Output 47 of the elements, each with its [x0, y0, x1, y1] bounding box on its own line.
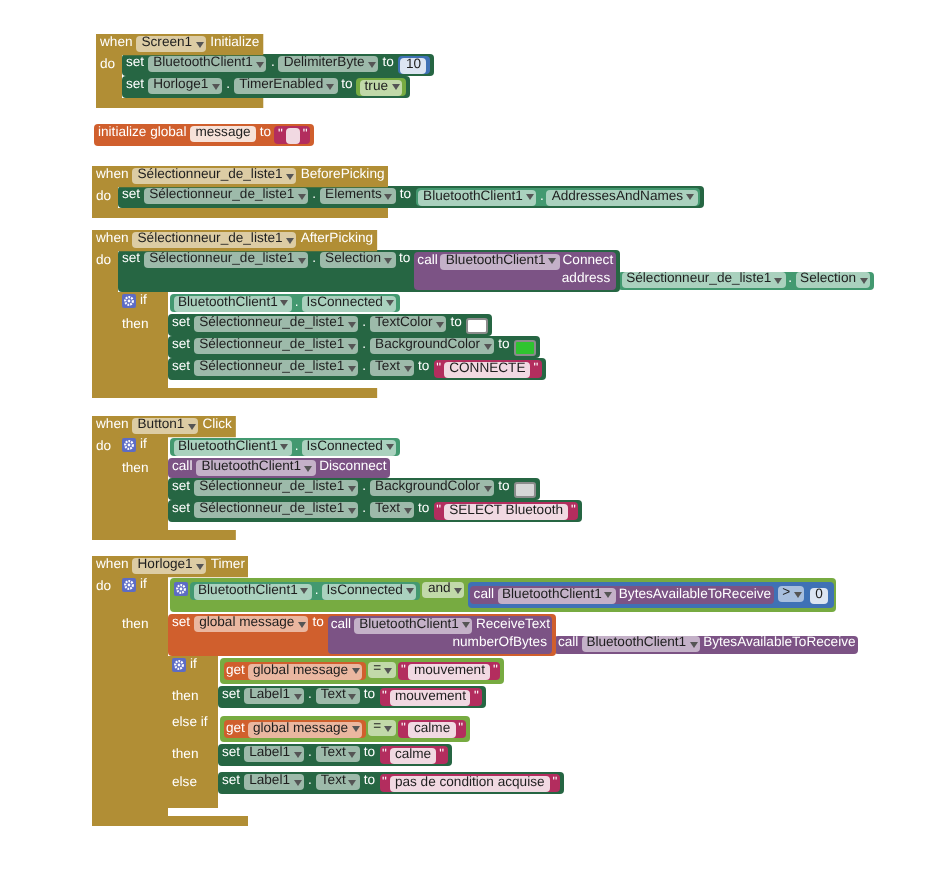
set-block [168, 314, 492, 336]
call-block [470, 586, 775, 604]
get-variable-block [223, 720, 366, 738]
color-block [513, 339, 536, 355]
getter-block [170, 294, 400, 312]
if-block [118, 436, 168, 530]
text-block [274, 126, 311, 144]
set-block [168, 358, 546, 380]
if-block [118, 292, 168, 388]
getter-block [415, 188, 701, 206]
set-block [218, 772, 565, 794]
color-block [513, 481, 536, 497]
call-block [414, 252, 617, 290]
set-block [118, 250, 621, 292]
compare-block [220, 658, 504, 684]
set-variable-block [168, 614, 557, 656]
set-block [168, 336, 540, 358]
set-block [218, 744, 452, 766]
set-block [118, 186, 705, 208]
and-block [170, 578, 837, 612]
call-block [168, 458, 391, 478]
call-block [554, 635, 859, 653]
event-block [92, 166, 389, 218]
set-block [122, 54, 434, 76]
getter-block [190, 582, 420, 600]
call-block [327, 616, 553, 654]
text-block [379, 746, 448, 764]
event-block [92, 230, 378, 398]
if-block [168, 656, 218, 808]
getter-block [170, 438, 400, 456]
set-block [168, 500, 583, 522]
text-block [433, 360, 542, 378]
get-variable-block [223, 662, 366, 680]
compare-block [467, 582, 834, 608]
text-block [433, 502, 579, 520]
compare-block [220, 716, 470, 742]
text-block [398, 720, 467, 738]
set-block [168, 478, 540, 500]
text-block [379, 774, 561, 792]
getter-block [618, 271, 874, 289]
color-block [465, 317, 488, 333]
if-block [118, 576, 168, 816]
global-variable-block [94, 124, 315, 146]
set-block [122, 76, 410, 98]
text-block [398, 662, 501, 680]
set-block [218, 686, 486, 708]
text-block [379, 688, 482, 706]
